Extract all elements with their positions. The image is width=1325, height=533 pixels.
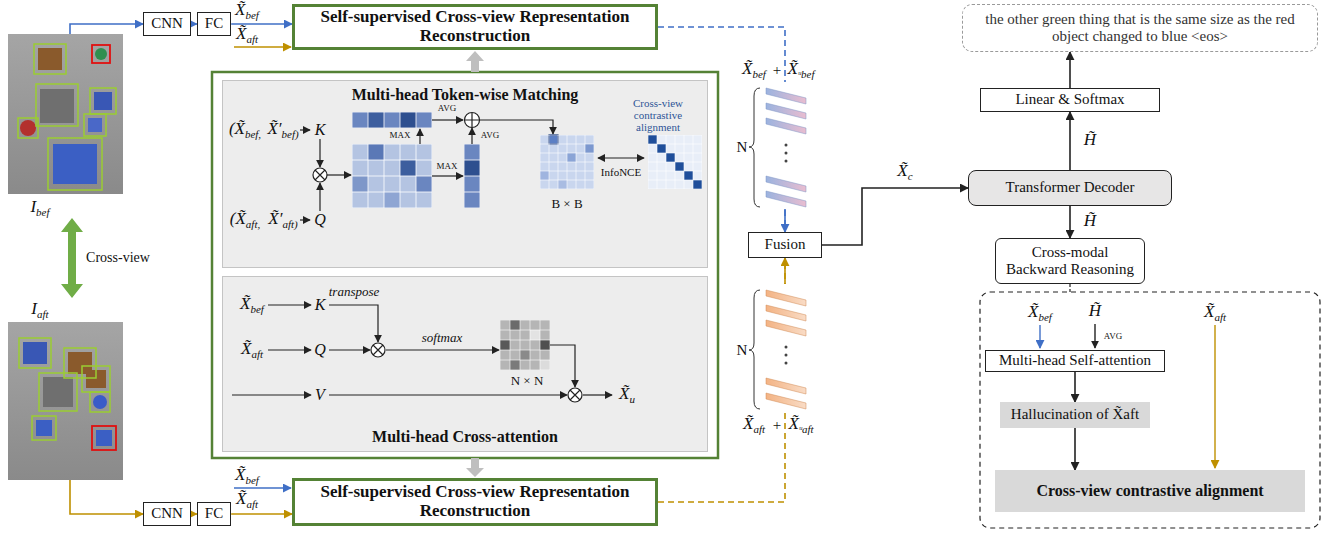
connector-arrow: [231, 513, 292, 515]
hallucination-box: Hallucination of X̃aft: [1000, 402, 1150, 428]
detail-wires: [1040, 324, 1215, 468]
feature-label: X̃aft: [236, 490, 258, 510]
relation-label: Cross-view: [86, 250, 150, 265]
feature-label: X̃bef: [235, 466, 259, 486]
node-text: Cross-modal Backward Reasoning: [1000, 244, 1140, 279]
op-label: MAX: [436, 162, 457, 172]
cnn-box: CNN: [143, 12, 191, 36]
feature-label: X̃bef: [1028, 303, 1052, 323]
after-image: [8, 322, 123, 480]
fc-box: FC: [197, 502, 231, 526]
feature-label: X̃bef: [235, 1, 259, 21]
module-panel: Multi-head Cross-attention: [222, 276, 708, 452]
connector-arrow: [1074, 428, 1076, 470]
feature-label: X̃bef: [741, 60, 767, 80]
value-label: V: [315, 386, 325, 404]
gray-arrow: [466, 51, 484, 72]
feature-label: X̃c: [897, 162, 912, 182]
node-text: Multi-head Token-wise Matching: [352, 86, 579, 104]
connector-arrow: [1074, 372, 1076, 402]
node-text: Transformer Decoder: [1006, 179, 1135, 196]
note-label: Cross-view contrastive alignment: [612, 97, 704, 133]
feature-label: (X̃bef,: [229, 120, 261, 140]
connector-arrow: [1069, 112, 1071, 170]
plus-sign: +: [772, 62, 782, 79]
feature-label: X̃bef: [240, 295, 264, 315]
reconstruction-box: Self-supervised Cross-view Representatio…: [292, 478, 658, 526]
count-label: N: [737, 342, 748, 359]
feature-label: H̃: [1084, 212, 1096, 232]
node-text: Multi-head Cross-attention: [372, 428, 558, 446]
node-text: FC: [205, 15, 223, 32]
cross-view-arrow: [61, 218, 83, 298]
feature-label: X̃aft: [1204, 303, 1226, 323]
cross-attention-figure: [232, 305, 612, 402]
fc-box: FC: [197, 12, 231, 36]
query-label: Q: [314, 211, 326, 229]
process-box: Linear & Softmax: [980, 88, 1160, 112]
feature-label: H̃: [1084, 131, 1096, 151]
gray-arrow: [466, 458, 484, 477]
module-frame: [212, 72, 718, 458]
reconstruction-box: Self-supervised Cross-view Representatio…: [292, 4, 658, 50]
connector-arrow: [822, 188, 968, 245]
feature-label: X̃ᵘaft: [787, 415, 814, 435]
output-sentence: the other green thing that is the same s…: [962, 4, 1318, 52]
panel-fill: [222, 80, 708, 268]
image-label: Iaft: [31, 300, 48, 320]
feature-label: X̃′aft): [268, 210, 297, 230]
op-label: transpose: [329, 285, 380, 299]
feature-stack: [749, 260, 812, 412]
key-label: K: [315, 296, 326, 314]
op-label: softmax: [422, 331, 462, 345]
op-label: AVG: [481, 131, 499, 141]
node-text: Cross-view contrastive alignment: [1036, 482, 1263, 500]
process-box: Multi-head Self-attention: [985, 350, 1165, 372]
op-label: AVG: [1104, 332, 1122, 342]
count-label: N: [737, 139, 748, 156]
node-text: Hallucination of X̃aft: [1011, 406, 1139, 423]
node-text: Multi-head Self-attention: [999, 352, 1151, 369]
feature-label: X̃ᵘbef: [786, 60, 815, 80]
size-label: N × N: [511, 374, 544, 388]
before-image: [8, 34, 123, 194]
feature-stack: [749, 82, 812, 230]
feature-label: X̃u: [619, 385, 635, 405]
key-label: K: [315, 121, 326, 139]
panel-fill: [222, 276, 708, 452]
node-text: the other green thing that is the same s…: [971, 11, 1309, 46]
feature-label: X̃aft: [742, 415, 766, 435]
fusion-box: Fusion: [748, 232, 822, 258]
size-label: B × B: [551, 197, 582, 211]
node-text: FC: [205, 505, 223, 522]
node-text: Self-supervised Cross-view Representatio…: [303, 483, 647, 520]
feature-label: X̃aft: [236, 25, 258, 45]
detail-frame: [980, 292, 1320, 528]
image-label: Ibef: [30, 198, 49, 218]
op-label: MAX: [389, 131, 410, 141]
loss-label: InfoNCE: [601, 166, 641, 178]
connector-arrow: [1069, 206, 1071, 238]
plus-sign: +: [772, 417, 782, 434]
feature-label: X̃aft: [241, 340, 263, 360]
node-text: CNN: [151, 15, 183, 32]
cnn-box: CNN: [143, 502, 191, 526]
feature-label: (X̃aft,: [230, 210, 260, 230]
feature-label: X̃′bef): [267, 120, 298, 140]
query-label: Q: [314, 341, 326, 359]
connector-arrow: [1069, 52, 1071, 88]
node-text: CNN: [151, 505, 183, 522]
process-box: Cross-modal Backward Reasoning: [995, 238, 1145, 284]
feature-label: H̃: [1089, 302, 1101, 322]
decoder-box: Transformer Decoder: [968, 170, 1172, 206]
node-text: Fusion: [765, 236, 806, 253]
op-label: AVG: [438, 104, 456, 114]
node-text: Linear & Softmax: [1015, 91, 1124, 108]
alignment-box: Cross-view contrastive alignment: [995, 470, 1305, 512]
node-text: Self-supervised Cross-view Representatio…: [303, 8, 647, 45]
detail-link: [1069, 284, 1070, 292]
